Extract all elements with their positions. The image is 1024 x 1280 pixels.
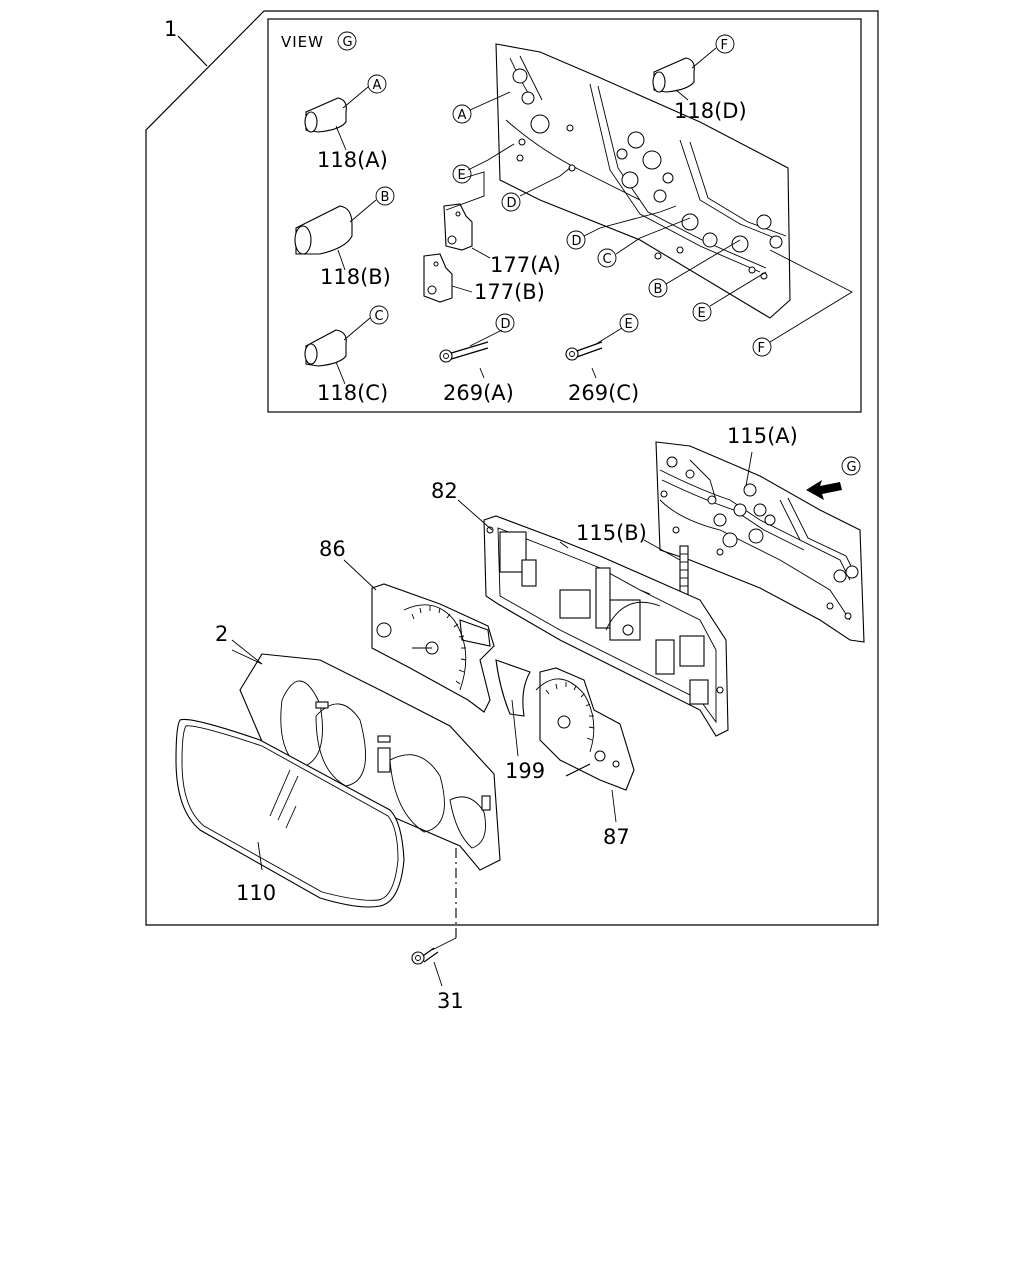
marker-a-118a: A: [373, 78, 382, 93]
lens-110: [175, 718, 405, 908]
mask-2: [231, 649, 501, 871]
bracket-177a: [443, 203, 473, 251]
marker-b-board: B: [654, 282, 663, 297]
view-circuit-board: [495, 43, 791, 319]
marker-d-board-2: D: [572, 234, 582, 249]
label-87: 87: [603, 825, 630, 849]
label-118b: 118(B): [320, 265, 391, 289]
label-118d: 118(D): [674, 99, 747, 123]
marker-e-269c: E: [625, 317, 633, 332]
arrow-marker-g: G: [847, 460, 857, 475]
dial-plate-86: [371, 583, 495, 713]
marker-a-board: A: [458, 108, 467, 123]
socket-118d: [652, 57, 695, 93]
film-199: [495, 659, 531, 757]
view-markers: A B C F A E D D C B E F D E: [367, 34, 772, 357]
label-115a: 115(A): [727, 424, 798, 448]
screw-269c: [565, 341, 603, 361]
label-31: 31: [437, 989, 464, 1013]
screw-269a: [439, 341, 489, 363]
label-115b: 115(B): [576, 521, 647, 545]
label-86: 86: [319, 537, 346, 561]
label-269a: 269(A): [443, 381, 514, 405]
marker-d-board: D: [507, 196, 517, 211]
label-177b: 177(B): [474, 280, 545, 304]
marker-c-board: C: [603, 252, 612, 267]
marker-f-board: F: [758, 341, 765, 356]
socket-118a: [304, 97, 347, 133]
assembly-label: 1: [164, 17, 177, 41]
view-marker: G: [343, 35, 353, 50]
label-110: 110: [236, 881, 276, 905]
marker-e-board-2: E: [698, 306, 706, 321]
marker-d-269a: D: [501, 317, 511, 332]
main-leader-lines: [231, 499, 493, 665]
view-g-inset: VIEW G: [267, 18, 862, 413]
label-177a: 177(A): [490, 253, 561, 277]
main-part-labels: 115(A) 115(B) 82 86 2 199 87 110 31: [215, 424, 798, 1013]
bracket-177b: [423, 253, 453, 303]
marker-b-118b: B: [381, 190, 390, 205]
screw-31: [411, 848, 457, 987]
label-269c: 269(C): [568, 381, 639, 405]
cluster-housing-82: [483, 515, 729, 737]
view-direction-arrow: G: [806, 456, 861, 500]
label-82: 82: [431, 479, 458, 503]
marker-e-board: E: [458, 168, 466, 183]
marker-f-118d: F: [721, 38, 728, 53]
label-118c: 118(C): [317, 381, 388, 405]
view-label: VIEW: [281, 33, 324, 51]
marker-c-118c: C: [375, 309, 384, 324]
view-part-labels: 118(A) 118(B) 118(C) 118(D) 177(A) 177(B…: [317, 99, 747, 405]
label-118a: 118(A): [317, 148, 388, 172]
socket-118c: [304, 329, 347, 367]
assembly-frame: 1: [145, 10, 879, 926]
socket-118b: [294, 205, 353, 255]
dial-87: [535, 667, 635, 823]
view-leader-lines: [335, 47, 853, 385]
label-199: 199: [505, 759, 545, 783]
label-2: 2: [215, 622, 228, 646]
